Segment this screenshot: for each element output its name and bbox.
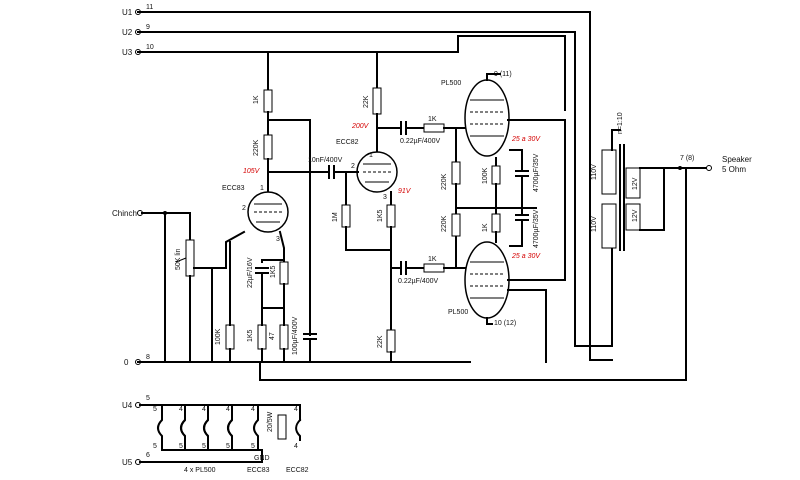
- svg-text:1: 1: [260, 185, 264, 192]
- svg-text:PL500: PL500: [441, 80, 461, 87]
- svg-text:Chinch: Chinch: [112, 209, 137, 218]
- pl500-output-stage: PL500 9 (11) PL500 10 (12) 25 a 30V 25 a…: [441, 71, 566, 363]
- svg-text:200V: 200V: [351, 123, 370, 130]
- svg-text:25 a 30V: 25 a 30V: [511, 136, 541, 143]
- svg-text:25 a 30V: 25 a 30V: [511, 253, 541, 260]
- svg-text:5: 5: [153, 443, 157, 450]
- svg-text:2: 2: [242, 205, 246, 212]
- svg-text:100K: 100K: [215, 328, 222, 345]
- svg-text:9: 9: [146, 24, 150, 31]
- svg-text:5: 5: [251, 443, 255, 450]
- svg-text:12V: 12V: [632, 177, 639, 190]
- svg-text:110V: 110V: [591, 216, 598, 232]
- svg-text:110V: 110V: [591, 164, 598, 180]
- svg-text:4: 4: [202, 406, 206, 413]
- svg-text:ECC82: ECC82: [336, 139, 359, 146]
- svg-text:4 x PL500: 4 x PL500: [184, 467, 216, 474]
- ecc83-stage: 1K 220K 105V 10nF/400V ECC83 1 2 3 1K5 2…: [215, 89, 359, 363]
- svg-text:8: 8: [146, 354, 150, 361]
- pl500-bottom-tube: [464, 241, 510, 319]
- svg-text:47: 47: [269, 332, 276, 340]
- svg-text:4: 4: [251, 406, 255, 413]
- svg-text:1M: 1M: [332, 212, 339, 222]
- svg-text:Speaker: Speaker: [722, 155, 752, 164]
- svg-text:PL500: PL500: [448, 309, 468, 316]
- svg-text:3: 3: [383, 194, 387, 201]
- svg-text:0: 0: [124, 358, 129, 367]
- svg-text:5: 5: [226, 443, 230, 450]
- output-transformer: 110V 110V n=1:10 12V 12V 7 (8) Speaker 5…: [259, 112, 752, 381]
- svg-text:10nF/400V: 10nF/400V: [308, 157, 343, 164]
- svg-text:ECC83: ECC83: [247, 467, 270, 474]
- svg-text:12V: 12V: [632, 209, 639, 222]
- svg-text:1K: 1K: [482, 223, 489, 232]
- svg-text:0.22µF/400V: 0.22µF/400V: [400, 138, 441, 145]
- svg-text:5: 5: [179, 443, 183, 450]
- svg-text:5: 5: [146, 395, 150, 402]
- svg-text:1K: 1K: [253, 95, 260, 104]
- svg-text:1K5: 1K5: [270, 265, 277, 278]
- svg-text:5 Ohm: 5 Ohm: [722, 165, 746, 174]
- svg-text:1K: 1K: [428, 256, 437, 263]
- svg-text:ECC82: ECC82: [286, 467, 309, 474]
- svg-text:4700µF/35V: 4700µF/35V: [533, 153, 540, 192]
- heater-string: U4 5 U5 6 20/5W 5 4 4 4 4 4 5 5 5 5 5 4 …: [122, 395, 309, 474]
- svg-text:220K: 220K: [253, 139, 260, 156]
- svg-text:22K: 22K: [363, 95, 370, 108]
- svg-text:4700µF/35V: 4700µF/35V: [533, 209, 540, 248]
- rail-labels: U1 11 U2 9 U3 10 0 8: [122, 4, 154, 367]
- input-section: Chinch 50K lin: [112, 209, 246, 363]
- svg-text:n=1:10: n=1:10: [617, 112, 624, 134]
- svg-text:100µF/400V: 100µF/400V: [292, 316, 299, 355]
- svg-text:4: 4: [179, 406, 183, 413]
- svg-text:1K5: 1K5: [247, 329, 254, 342]
- svg-text:U4: U4: [122, 401, 133, 410]
- volume-pot: [185, 239, 195, 277]
- svg-text:3: 3: [276, 236, 280, 243]
- svg-text:20/5W: 20/5W: [267, 411, 274, 432]
- svg-text:22µF/16V: 22µF/16V: [247, 257, 254, 288]
- svg-text:220K: 220K: [441, 215, 448, 232]
- svg-text:1K: 1K: [428, 116, 437, 123]
- svg-text:100K: 100K: [482, 167, 489, 184]
- svg-text:1: 1: [369, 152, 373, 159]
- svg-text:U3: U3: [122, 48, 133, 57]
- svg-text:2: 2: [351, 163, 355, 170]
- svg-text:GND: GND: [254, 455, 270, 462]
- svg-text:U5: U5: [122, 458, 133, 467]
- ecc82-stage: 22K 200V 1K 0.22µF/400V ECC82 1 2 3 91V …: [332, 87, 467, 363]
- svg-text:4: 4: [294, 443, 298, 450]
- svg-text:U1: U1: [122, 8, 133, 17]
- svg-text:50K lin: 50K lin: [175, 248, 182, 270]
- svg-text:5: 5: [153, 406, 157, 413]
- svg-text:ECC83: ECC83: [222, 185, 245, 192]
- svg-text:U2: U2: [122, 28, 133, 37]
- svg-text:220K: 220K: [441, 173, 448, 190]
- svg-text:6: 6: [146, 452, 150, 459]
- svg-text:7 (8): 7 (8): [680, 155, 694, 162]
- svg-text:5: 5: [202, 443, 206, 450]
- svg-text:4: 4: [294, 406, 298, 413]
- svg-text:4: 4: [226, 406, 230, 413]
- supply-rails: [137, 11, 591, 363]
- svg-text:22K: 22K: [377, 335, 384, 348]
- svg-text:0.22µF/400V: 0.22µF/400V: [398, 278, 439, 285]
- svg-text:105V: 105V: [243, 168, 261, 175]
- pl500-top-tube: [464, 79, 510, 157]
- svg-text:1K5: 1K5: [377, 209, 384, 222]
- svg-text:10: 10: [146, 44, 154, 51]
- svg-text:91V: 91V: [398, 188, 412, 195]
- svg-text:11: 11: [146, 4, 153, 11]
- svg-text:9 (11): 9 (11): [494, 71, 512, 78]
- svg-text:10 (12): 10 (12): [494, 320, 516, 327]
